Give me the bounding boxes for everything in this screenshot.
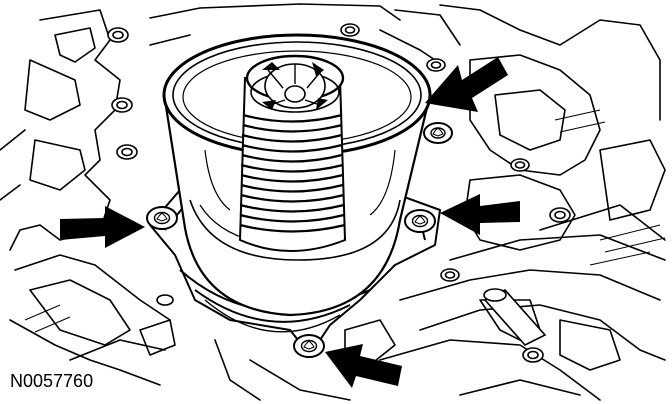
arrow-upper-right [425, 57, 508, 112]
background-bolts [107, 23, 571, 363]
figure-id-label: N0057760 [10, 371, 94, 391]
filter-element [238, 54, 347, 252]
filter-ribs [239, 113, 346, 233]
engine-block-background [0, 3, 666, 401]
arrow-bottom [325, 344, 402, 388]
housing-bolts [146, 122, 453, 358]
bolt-right [404, 209, 436, 233]
arrow-left [60, 206, 145, 248]
casting-hatch-lines [24, 109, 666, 333]
bolt-bottom [293, 334, 325, 358]
bolt-upper-right [423, 122, 453, 144]
bolt-left [146, 206, 178, 230]
arrow-right [440, 194, 520, 235]
callout-arrows [60, 57, 520, 388]
lower-right-rod [483, 288, 547, 346]
